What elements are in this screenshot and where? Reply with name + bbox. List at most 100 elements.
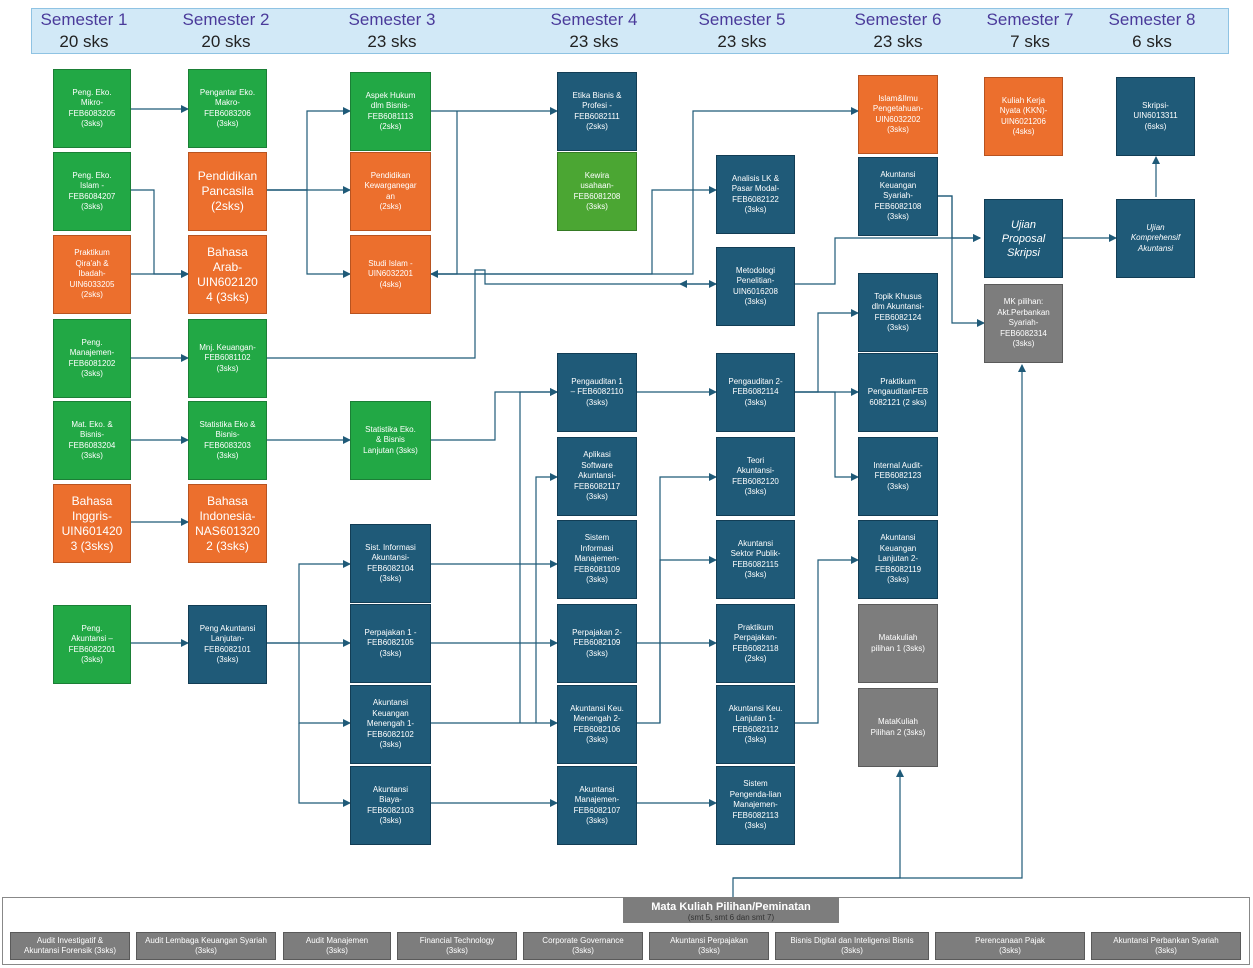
connector xyxy=(938,195,981,242)
course-teori-akuntansi[interactable]: Teori Akuntansi- FEB6082120 (3sks) xyxy=(716,437,795,516)
course-studi-islam[interactable]: Studi Islam - UIN6032201 (4sks) xyxy=(350,235,431,314)
elective-item[interactable]: Bisnis Digital dan Inteligensi Bisnis (3… xyxy=(775,932,929,960)
semester-name: Semester 5 xyxy=(698,10,786,29)
elective-item[interactable]: Audit Lembaga Keuangan Syariah (3sks) xyxy=(136,932,276,960)
elective-item[interactable]: Akuntansi Perbankan Syariah (3sks) xyxy=(1091,932,1241,960)
semester-sks: 7 sks xyxy=(1010,32,1050,51)
elective-item[interactable]: Corporate Governance (3sks) xyxy=(523,932,643,960)
course-praktikum-pengauditan[interactable]: Praktikum PengauditanFEB 6082121 (2 sks) xyxy=(858,353,938,432)
connector xyxy=(795,391,859,481)
course-etika-bisnis-profesi[interactable]: Etika Bisnis & Profesi - FEB6082111 (2sk… xyxy=(557,72,637,151)
course-kewirausahaan[interactable]: Kewira usahaan- FEB6081208 (3sks) xyxy=(557,152,637,231)
course-akuntansi-biaya[interactable]: Akuntansi Biaya- FEB6082103 (3sks) xyxy=(350,766,431,845)
connector xyxy=(519,388,558,723)
course-statistika-eko-lanjutan[interactable]: Statistika Eko. & Bisnis Lanjutan (3sks) xyxy=(350,401,431,480)
course-peng-akuntansi-lanjutan[interactable]: Peng Akuntansi Lanjutan- FEB6082101 (3sk… xyxy=(188,605,267,684)
course-mnj-keuangan[interactable]: Mnj. Keuangan- FEB6081102 (3sks) xyxy=(188,319,267,398)
course-akuntansi-keu-lanjutan-1[interactable]: Akuntansi Keu. Lanjutan 1- FEB6082112 (3… xyxy=(716,685,795,764)
semester-name: Semester 6 xyxy=(854,10,942,29)
course-ujian-proposal-skripsi[interactable]: Ujian Proposal Skripsi xyxy=(984,199,1063,278)
semester-sks: 6 sks xyxy=(1132,32,1172,51)
semester-sks: 23 sks xyxy=(367,32,417,51)
course-akuntansi-keuangan-lanjutan-2[interactable]: Akuntansi Keuangan Lanjutan 2- FEB608211… xyxy=(858,520,938,599)
course-sistem-informasi-akuntansi[interactable]: Sist. Informasi Akuntansi- FEB6082104 (3… xyxy=(350,524,431,603)
course-kuliah-kerja-nyata[interactable]: Kuliah Kerja Nyata (KKN)- UIN6021206 (4s… xyxy=(984,77,1063,156)
semester-name: Semester 1 xyxy=(40,10,128,29)
semester-5: Semester 5 23 sks xyxy=(692,9,792,53)
elective-item[interactable]: Financial Technology (3sks) xyxy=(397,932,517,960)
course-aspek-hukum-bisnis[interactable]: Aspek Hukum dlm Bisnis- FEB6081113 (2sks… xyxy=(350,72,431,151)
semester-sks: 23 sks xyxy=(717,32,767,51)
connector xyxy=(267,107,351,191)
elective-item[interactable]: Audit Investigatif & Akuntansi Forensik … xyxy=(10,932,130,960)
course-aplikasi-software-akuntansi[interactable]: Aplikasi Software Akuntansi- FEB6082117 … xyxy=(557,437,637,516)
elective-item[interactable]: Perencanaan Pajak (3sks) xyxy=(935,932,1085,960)
semester-7: Semester 7 7 sks xyxy=(980,9,1080,53)
semester-6: Semester 6 23 sks xyxy=(848,9,948,53)
course-topik-khusus-akuntansi[interactable]: Topik Khusus dlm Akuntansi- FEB6082124 (… xyxy=(858,273,938,352)
connector xyxy=(733,364,1026,879)
course-perpajakan-1[interactable]: Perpajakan 1 - FEB6082105 (3sks) xyxy=(350,604,431,683)
semester-name: Semester 2 xyxy=(182,10,270,29)
connector xyxy=(430,111,458,278)
elective-item[interactable]: Audit Manajemen (3sks) xyxy=(283,932,391,960)
course-akuntansi-keuangan-syariah[interactable]: Akuntansi Keuangan Syariah- FEB6082108 (… xyxy=(858,157,938,236)
course-akuntansi-keu-menengah-2[interactable]: Akuntansi Keu. Menengah 2- FEB6082106 (3… xyxy=(557,685,637,764)
course-statistika-eko-bisnis[interactable]: Statistika Eko & Bisnis- FEB6083203 (3sk… xyxy=(188,401,267,480)
course-sistem-informasi-manajemen[interactable]: Sistem Informasi Manajemen- FEB6081109 (… xyxy=(557,520,637,599)
course-analisis-lk-pasar-modal[interactable]: Analisis LK & Pasar Modal- FEB6082122 (3… xyxy=(716,155,795,234)
course-peng-eko-islam[interactable]: Peng. Eko. Islam - FEB6084207 (3sks) xyxy=(53,152,131,231)
course-akuntansi-manajemen[interactable]: Akuntansi Manajemen- FEB6082107 (3sks) xyxy=(557,766,637,845)
course-pengauditan-1[interactable]: Pengauditan 1 – FEB6082110 (3sks) xyxy=(557,353,637,432)
course-bahasa-arab[interactable]: Bahasa Arab- UIN602120 4 (3sks) xyxy=(188,235,267,314)
course-pengauditan-2[interactable]: Pengauditan 2- FEB6082114 (3sks) xyxy=(716,353,795,432)
course-pendidikan-pancasila[interactable]: Pendidikan Pancasila (2sks) xyxy=(188,152,267,231)
course-akuntansi-keuangan-menengah-1[interactable]: Akuntansi Keuangan Menengah 1- FEB608210… xyxy=(350,685,431,764)
elective-item[interactable]: Akuntansi Perpajakan (3sks) xyxy=(649,932,769,960)
course-akuntansi-sektor-publik[interactable]: Akuntansi Sektor Publik- FEB6082115 (3sk… xyxy=(716,520,795,599)
course-peng-eko-mikro[interactable]: Peng. Eko. Mikro- FEB6083205 (3sks) xyxy=(53,69,131,148)
course-pendidikan-kewarganegaraan[interactable]: Pendidikan Kewarganegar an (2sks) xyxy=(350,152,431,231)
course-matakuliah-pilihan-1[interactable]: Matakuliah pilihan 1 (3sks) xyxy=(858,604,938,683)
elective-subtitle: (smt 5, smt 6 dan smt 7) xyxy=(687,913,775,922)
connector xyxy=(267,189,351,278)
course-mat-eko-bisnis[interactable]: Mat. Eko. & Bisnis- FEB6083204 (3sks) xyxy=(53,401,131,480)
course-perpajakan-2[interactable]: Perpajakan 2- FEB6082109 (3sks) xyxy=(557,604,637,683)
connector xyxy=(298,723,351,807)
semester-sks: 20 sks xyxy=(59,32,109,51)
connector xyxy=(795,556,859,724)
course-peng-akuntansi[interactable]: Peng. Akuntansi – FEB6082201 (3sks) xyxy=(53,605,131,684)
connector xyxy=(431,107,859,275)
course-skripsi[interactable]: Skripsi- UIN6013311 (6sks) xyxy=(1116,77,1195,156)
course-islam-ilmu-pengetahuan[interactable]: Islam&Ilmu Pengetahuan- UIN6032202 (3sks… xyxy=(858,75,938,154)
connector xyxy=(938,195,985,327)
connector xyxy=(431,388,558,441)
course-metodologi-penelitian[interactable]: Metodologi Penelitian- UIN6016208 (3sks) xyxy=(716,247,795,326)
connector xyxy=(637,473,717,724)
course-bahasa-indonesia[interactable]: Bahasa Indonesia- NAS601320 2 (3sks) xyxy=(188,484,267,563)
course-pengantar-eko-makro[interactable]: Pengantar Eko. Makro- FEB6083206 (3sks) xyxy=(188,69,267,148)
course-bahasa-inggris[interactable]: Bahasa Inggris- UIN601420 3 (3sks) xyxy=(53,484,131,563)
course-praktikum-qiraah[interactable]: Praktikum Qira'ah & Ibadah- UIN6033205 (… xyxy=(53,235,131,314)
course-matakuliah-pilihan-2[interactable]: MataKuliah Pilihan 2 (3sks) xyxy=(858,688,938,767)
connector xyxy=(267,269,717,359)
semester-3: Semester 3 23 sks xyxy=(342,9,442,53)
course-internal-audit[interactable]: Internal Audit- FEB6082123 (3sks) xyxy=(858,437,938,516)
course-sistem-pengendalian-manajemen[interactable]: Sistem Pengenda-lian Manajemen- FEB60821… xyxy=(716,766,795,845)
course-mk-pilihan-akt-perbankan-syariah[interactable]: MK pilihan: Akt.Perbankan Syariah- FEB60… xyxy=(984,284,1063,363)
semester-sks: 23 sks xyxy=(873,32,923,51)
course-ujian-komprehensif-akuntansi[interactable]: Ujian Komprehensif Akuntansi xyxy=(1116,199,1195,278)
course-praktikum-perpajakan[interactable]: Praktikum Perpajakan- FEB6082118 (2sks) xyxy=(716,604,795,683)
connector xyxy=(535,473,558,723)
semester-name: Semester 7 xyxy=(986,10,1074,29)
connector xyxy=(298,643,351,727)
connector xyxy=(659,556,717,723)
elective-title: Mata Kuliah Pilihan/Peminatan xyxy=(623,897,839,923)
semester-name: Semester 3 xyxy=(348,10,436,29)
course-peng-manajemen[interactable]: Peng. Manajemen- FEB6081202 (3sks) xyxy=(53,319,131,398)
